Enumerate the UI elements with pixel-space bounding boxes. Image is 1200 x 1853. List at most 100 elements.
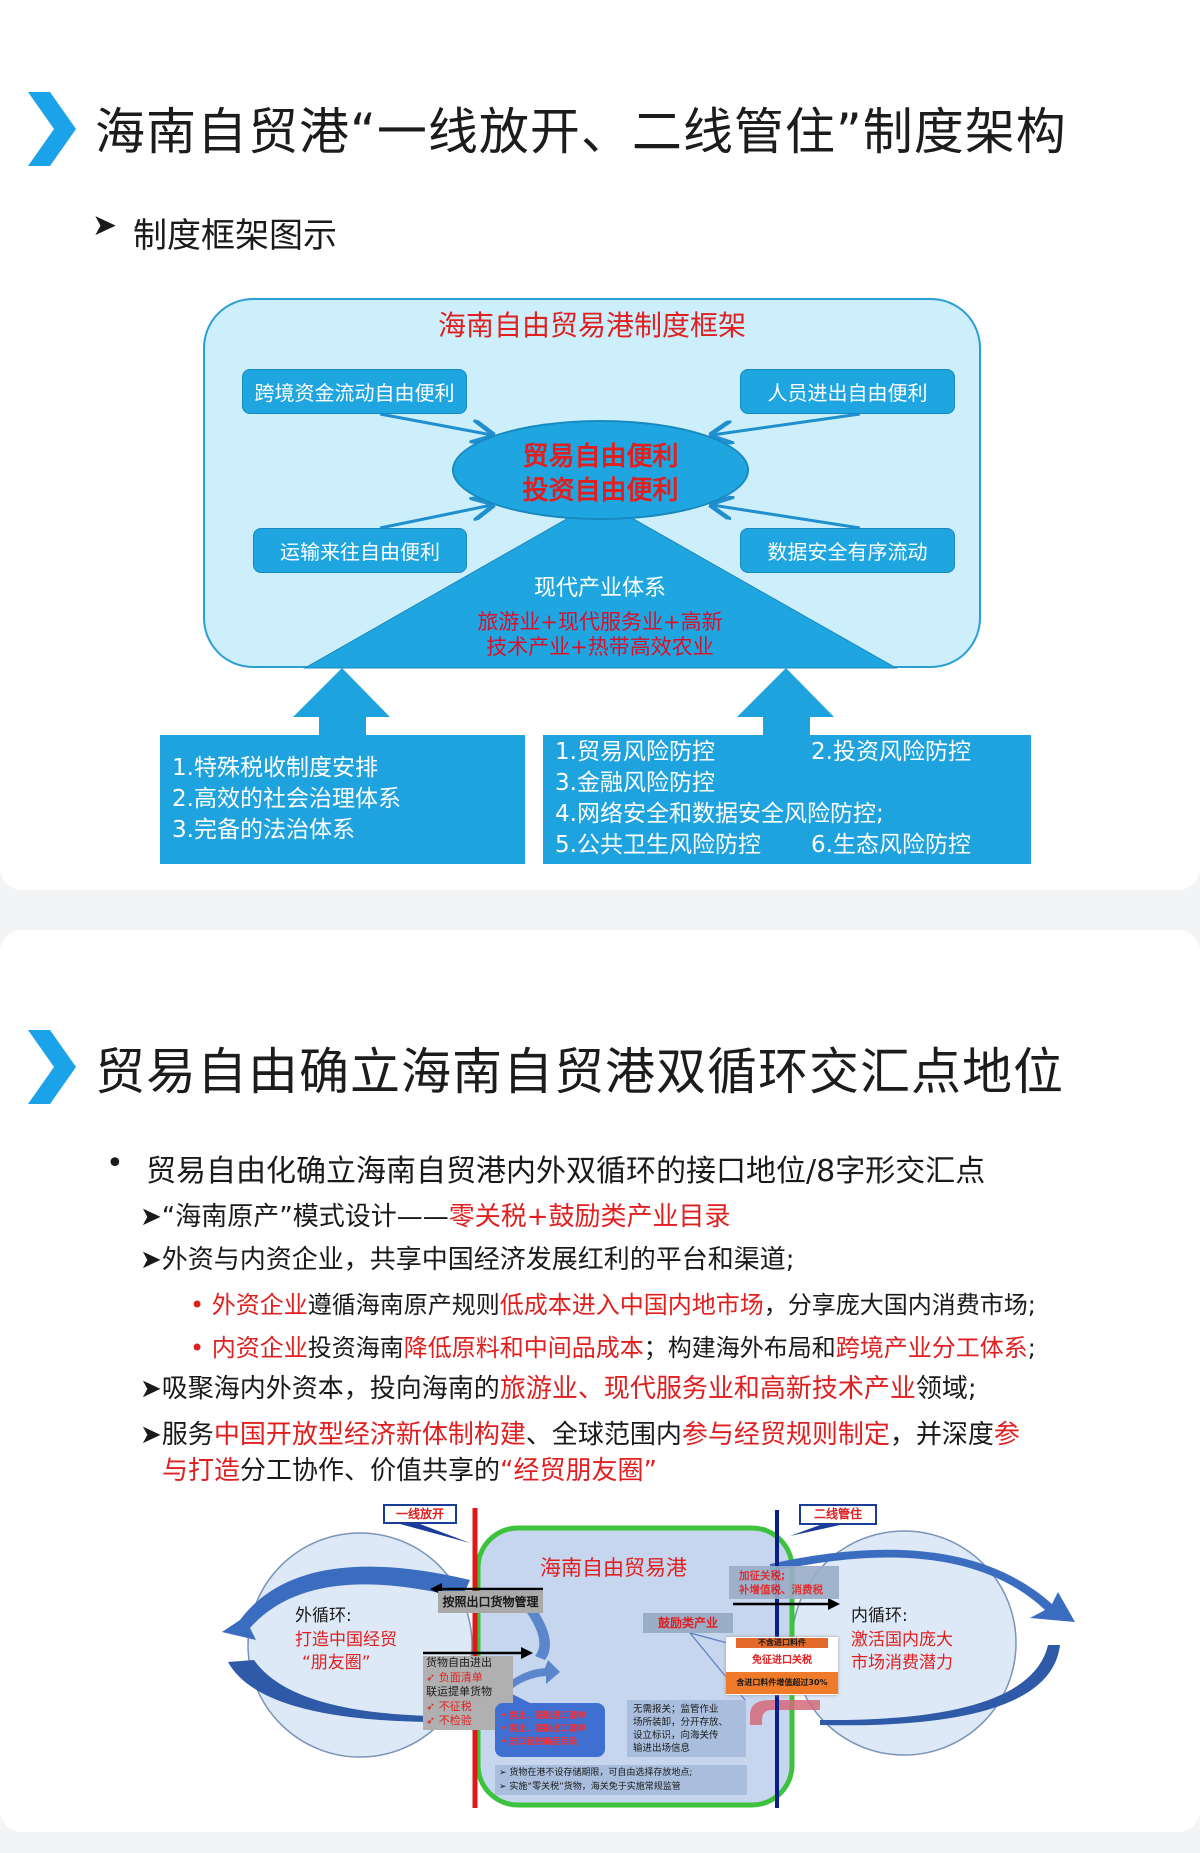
text-segment: 遵循海南原产规则	[307, 1291, 500, 1319]
outer-loop-arrow	[222, 1566, 470, 1640]
text-line: 加征关税;	[739, 1570, 786, 1582]
text-segment: “经贸朋友圈”	[500, 1456, 657, 1486]
framework-title: 海南自由贸易港制度框架	[437, 309, 746, 342]
center-ellipse	[452, 420, 749, 520]
pyramid-title: 现代产业体系	[533, 576, 666, 601]
foundation-item: 1.特殊税收制度安排	[172, 755, 378, 781]
inner-loop-line-2: 市场消费潜力	[851, 1653, 953, 1673]
extra-tax-box: 加征关税; 补增值税、消费税	[729, 1566, 839, 1599]
first-line-label: 一线放开	[383, 1504, 457, 1524]
text-segment: 外资企业	[211, 1291, 308, 1319]
text-line: 设立标识，向海关传	[633, 1730, 719, 1741]
risk-item: 6.生态风险防控	[811, 832, 971, 858]
text-segment: 内资企业	[211, 1334, 308, 1362]
point-domestic: • 内资企业投资海南降低原料和中间品成本；构建海外布局和跨境产业分工体系;	[190, 1328, 1036, 1363]
pyramid-line-2: 技术产业+热带高效农业	[486, 635, 714, 659]
text-segment: 零关税+鼓励类产业目录	[448, 1202, 731, 1232]
box-capital-flow: 跨境资金流动自由便利	[242, 369, 467, 414]
text-line: 输进出场信息	[633, 1743, 691, 1754]
text-segment: 负面清单	[438, 1670, 483, 1684]
outer-loop-title: 外循环:	[295, 1606, 352, 1626]
text-segment: 投资海南	[307, 1334, 404, 1362]
point-capital: ➤吸聚海内外资本，投向海南的旅游业、现代服务业和高新技术产业领域;	[140, 1368, 977, 1405]
text-segment: 外资与内资企业，共享中国经济发展红利的平台和渠道;	[161, 1245, 795, 1275]
text-segment: 旅游业、现代服务业和高新技术产业	[499, 1374, 916, 1404]
up-arrow-left	[293, 668, 390, 740]
text-segment: “海南原产”模式设计——	[161, 1202, 449, 1232]
text-line: 不含进口料件	[736, 1638, 828, 1648]
section-title: 海南自贸港“一线放开、二线管住”制度架构	[95, 103, 1067, 161]
point-service-cont: 与打造分工协作、价值共享的“经贸朋友圈”	[162, 1450, 657, 1487]
main-point: 贸易自由化确立海南自贸港内外双循环的接口地位/8字形交汇点	[146, 1154, 986, 1189]
center-line-1: 贸易自由便利	[522, 442, 679, 472]
second-line-label: 二线管住	[799, 1504, 877, 1525]
text-line: 补增值税、消费税	[739, 1584, 823, 1596]
text-line: 货物自由进出	[426, 1656, 492, 1669]
text-segment: 不征税	[438, 1699, 472, 1713]
text-segment: ，分享庞大国内消费市场;	[763, 1291, 1036, 1319]
no-declare-box: 无需报关；监管作业场所装卸，分开存放、设立标识，向海关传输进出场信息	[627, 1700, 746, 1757]
risk-item: 3.金融风险防控	[555, 770, 715, 796]
text-segment: ➤	[140, 1245, 162, 1275]
center-line-2: 投资自由便利	[522, 476, 679, 506]
text-segment: 吸聚海内外资本，投向海南的	[161, 1374, 500, 1404]
text-segment: 不检验	[438, 1714, 472, 1727]
point-service: ➤服务中国开放型经济新体制构建、全球范围内参与经贸规则制定，并深度参	[140, 1414, 1020, 1451]
inner-loop-title: 内循环:	[851, 1606, 908, 1626]
section-title: 贸易自由确立海南自贸港双循环交汇点地位	[95, 1043, 1064, 1101]
foundation-item: 2.高效的社会治理体系	[172, 786, 401, 812]
outer-loop-line-1: 打造中国经贸	[295, 1630, 397, 1650]
export-mgmt-box: 按照出口货物管理	[438, 1591, 543, 1613]
text-segment: 分工协作、价值共享的	[240, 1456, 501, 1486]
risk-item: 5.公共卫生风险防控	[555, 832, 761, 858]
text-segment: 服务	[161, 1420, 214, 1450]
text-segment: 降低原料和中间品成本	[403, 1334, 644, 1362]
port-title: 海南自由贸易港	[540, 1556, 687, 1580]
text-line: 联运提单货物	[426, 1685, 492, 1698]
text-segment: 货物在港不设存储期限，可自由选择存放地点;	[509, 1768, 693, 1778]
text-segment: 参	[993, 1420, 1020, 1450]
text-segment: 跨境产业分工体系	[835, 1334, 1028, 1362]
inner-loop-line-1: 激活国内庞大	[851, 1630, 953, 1650]
point-foreign: • 外资企业遵循海南原产规则低成本进入中国内地市场，分享庞大国内消费市场;	[190, 1285, 1036, 1320]
text-segment: 进口征税商品目录	[509, 1737, 578, 1747]
subheading: 制度框架图示	[133, 216, 337, 256]
up-arrow-right	[737, 668, 834, 740]
text-segment: 低成本进入中国内地市场	[499, 1291, 764, 1319]
box-personnel: 人员进出自由便利	[740, 369, 955, 414]
encouraged-industry-box: 鼓励类产业	[643, 1613, 733, 1633]
chevron-icon	[28, 92, 76, 166]
pyramid-shape	[303, 499, 898, 669]
text-segment: ;	[1027, 1334, 1036, 1362]
foundation-item: 3.完备的法治体系	[172, 817, 355, 843]
foundation-list: 1.特殊税收制度安排 2.高效的社会治理体系 3.完备的法治体系	[160, 735, 525, 864]
text-segment: 实施“零关税”货物，海关免于实施常规监管	[509, 1781, 681, 1792]
risk-item: 4.网络安全和数据安全风险防控;	[555, 801, 884, 827]
point-platform: ➤外资与内资企业，共享中国经济发展红利的平台和渠道;	[140, 1239, 795, 1276]
subheading-marker: ➤	[92, 208, 118, 243]
text-segment: ➤	[140, 1202, 162, 1232]
outer-loop-line-2: “朋友圈”	[302, 1653, 371, 1673]
pyramid-line-1: 旅游业+现代服务业+高新	[477, 610, 723, 634]
bullet-dot: •	[106, 1146, 124, 1181]
text-line: 场所装卸，分开存放、	[633, 1717, 729, 1728]
chevron-icon	[28, 1030, 76, 1104]
text-segment: •	[190, 1291, 205, 1319]
text-segment: •	[190, 1334, 205, 1362]
text-segment: 禁止、限制进口清单	[509, 1711, 586, 1721]
text-segment: 与打造	[162, 1456, 241, 1486]
text-line: 含进口料件增值超过30%	[726, 1672, 838, 1694]
framework-arrows	[293, 412, 898, 740]
text-segment: ➤	[140, 1420, 162, 1450]
text-segment: 领域;	[915, 1374, 977, 1404]
text-line: 无需报关；监管作业	[633, 1704, 719, 1715]
text-line: 免征进口关税	[752, 1655, 812, 1666]
box-transport: 运输来往自由便利	[253, 528, 467, 573]
bottom-notes-box: ➢ 货物在港不设存储期限，可自由选择存放地点; ➢ 实施“零关税”货物，海关免于…	[495, 1765, 747, 1795]
text-segment: 中国开放型经济新体制构建	[213, 1420, 526, 1450]
risk-item: 1.贸易风险防控	[555, 739, 715, 765]
risk-item: 2.投资风险防控	[811, 739, 971, 765]
ban-list-box: • 禁止、限制进口清单 • 禁止、限制出口清单 • 进口征税商品目录	[495, 1703, 605, 1757]
inner-loop-arrow	[770, 1549, 1075, 1622]
